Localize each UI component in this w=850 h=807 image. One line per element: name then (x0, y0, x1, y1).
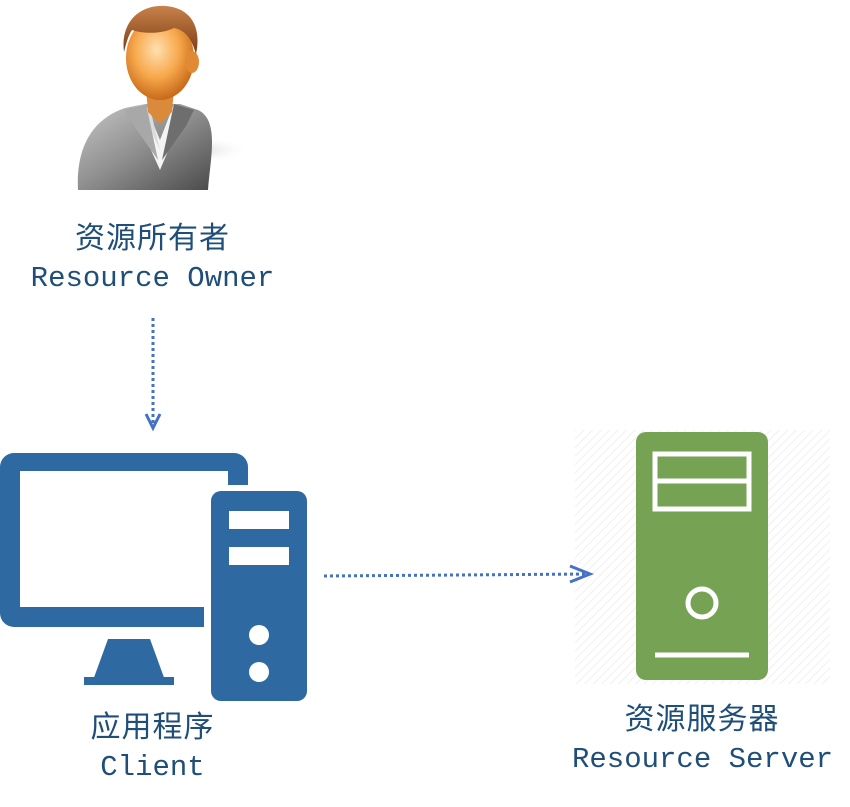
user-avatar-icon (77, 5, 250, 190)
owner-to-client-arrow (144, 318, 162, 432)
resource-owner-label-en: Resource Owner (30, 262, 275, 295)
resource-server-label: 资源服务器 Resource Server (572, 702, 834, 776)
client-to-server-arrow (323, 564, 595, 584)
resource-owner-label: 资源所有者 Resource Owner (0, 221, 305, 295)
server-tower-icon (575, 430, 830, 684)
client-label-zh: 应用程序 (90, 710, 215, 745)
desktop-computer-icon (0, 453, 310, 703)
resource-server-label-zh: 资源服务器 (624, 702, 780, 737)
resource-owner-label-zh: 资源所有者 (75, 221, 230, 256)
resource-server-label-en: Resource Server (572, 743, 834, 776)
client-label-en: Client (100, 751, 205, 784)
client-label: 应用程序 Client (0, 710, 305, 784)
